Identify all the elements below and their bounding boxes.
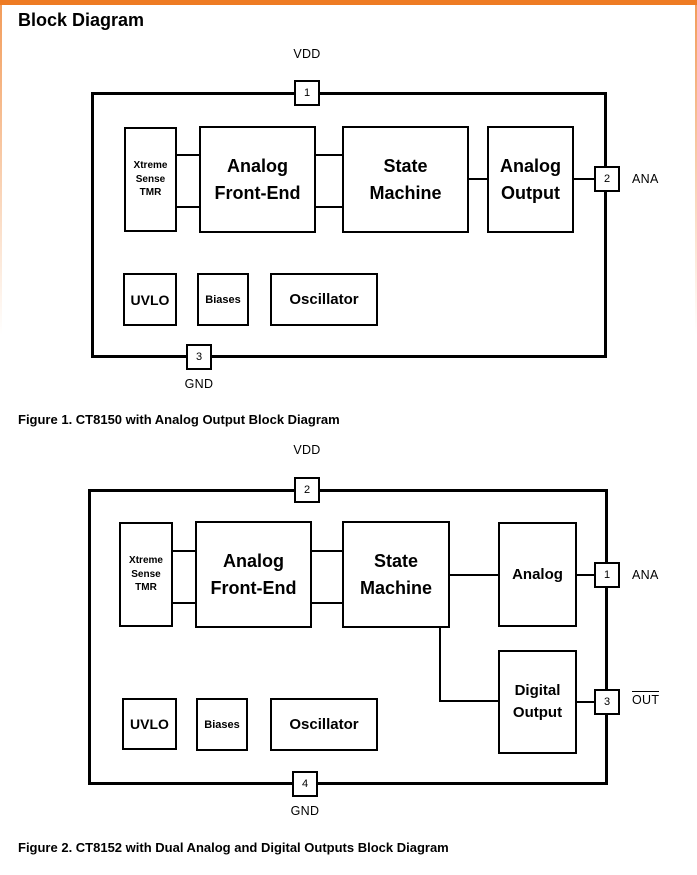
block-xtreme-sense-tmr: Xtreme Sense TMR — [119, 522, 173, 627]
figure1-caption: Figure 1. CT8150 with Analog Output Bloc… — [18, 412, 340, 427]
pin-box-gnd: 3 — [186, 344, 212, 370]
block-label: Analog — [512, 565, 563, 583]
connector-line — [316, 206, 342, 208]
connector-line — [312, 550, 342, 552]
block-digital-output: Digital Output — [498, 650, 577, 754]
block-analog-front-end: Analog Front-End — [199, 126, 316, 233]
connector-line — [173, 550, 195, 552]
gnd-label: GND — [184, 377, 214, 391]
page-title: Block Diagram — [18, 10, 145, 30]
block-label: Digital Output — [512, 682, 563, 721]
block-label: State Machine — [369, 155, 442, 203]
block-label: Biases — [204, 718, 240, 731]
pin-box-vdd: 2 — [294, 477, 320, 503]
ana-label: ANA — [632, 568, 659, 582]
right-accent-edge — [695, 5, 697, 335]
left-accent-edge — [0, 5, 2, 335]
pin-box-ana: 1 — [594, 562, 620, 588]
block-label: UVLO — [130, 291, 170, 308]
vdd-label: VDD — [293, 443, 321, 457]
block-label: State Machine — [359, 550, 433, 598]
connector-line — [173, 602, 195, 604]
block-analog: Analog — [498, 522, 577, 627]
block-xtreme-sense-tmr: Xtreme Sense TMR — [124, 127, 177, 232]
connector-line — [316, 154, 342, 156]
connector-line — [574, 178, 596, 180]
out-label-text: OUT — [632, 691, 660, 707]
block-oscillator: Oscillator — [270, 698, 378, 751]
block-oscillator: Oscillator — [270, 273, 378, 326]
ana-label: ANA — [632, 172, 659, 186]
block-biases: Biases — [197, 273, 249, 326]
pin-box-ana: 2 — [594, 166, 620, 192]
block-state-machine: State Machine — [342, 521, 450, 628]
block-state-machine: State Machine — [342, 126, 469, 233]
connector-line — [577, 574, 596, 576]
block-label: Analog Output — [500, 155, 561, 203]
block-label: Oscillator — [289, 716, 359, 733]
connector-line — [439, 628, 441, 702]
connector-line — [577, 701, 596, 703]
block-label: Analog Front-End — [210, 550, 297, 598]
block-label: Xtreme Sense TMR — [133, 160, 168, 199]
figure2-caption: Figure 2. CT8152 with Dual Analog and Di… — [18, 840, 449, 855]
chip-boundary — [91, 92, 607, 358]
connector-line — [177, 206, 199, 208]
top-accent-bar — [0, 0, 697, 5]
block-label: Analog Front-End — [214, 155, 301, 203]
block-uvlo: UVLO — [123, 273, 177, 326]
block-label: Oscillator — [289, 291, 359, 308]
block-label: UVLO — [130, 716, 169, 732]
connector-line — [312, 602, 342, 604]
block-label: Xtreme Sense TMR — [129, 555, 163, 594]
connector-line — [439, 700, 498, 702]
pin-box-out: 3 — [594, 689, 620, 715]
connector-line — [450, 574, 498, 576]
pin-box-gnd: 4 — [292, 771, 318, 797]
block-analog-output: Analog Output — [487, 126, 574, 233]
block-uvlo: UVLO — [122, 698, 177, 750]
block-label: Biases — [205, 293, 241, 306]
gnd-label: GND — [290, 804, 320, 818]
chip-boundary — [88, 489, 608, 785]
block-analog-front-end: Analog Front-End — [195, 521, 312, 628]
out-label: OUT — [632, 691, 660, 707]
connector-line — [469, 178, 487, 180]
block-biases: Biases — [196, 698, 248, 751]
vdd-label: VDD — [293, 47, 321, 61]
connector-line — [177, 154, 199, 156]
pin-box-vdd: 1 — [294, 80, 320, 106]
